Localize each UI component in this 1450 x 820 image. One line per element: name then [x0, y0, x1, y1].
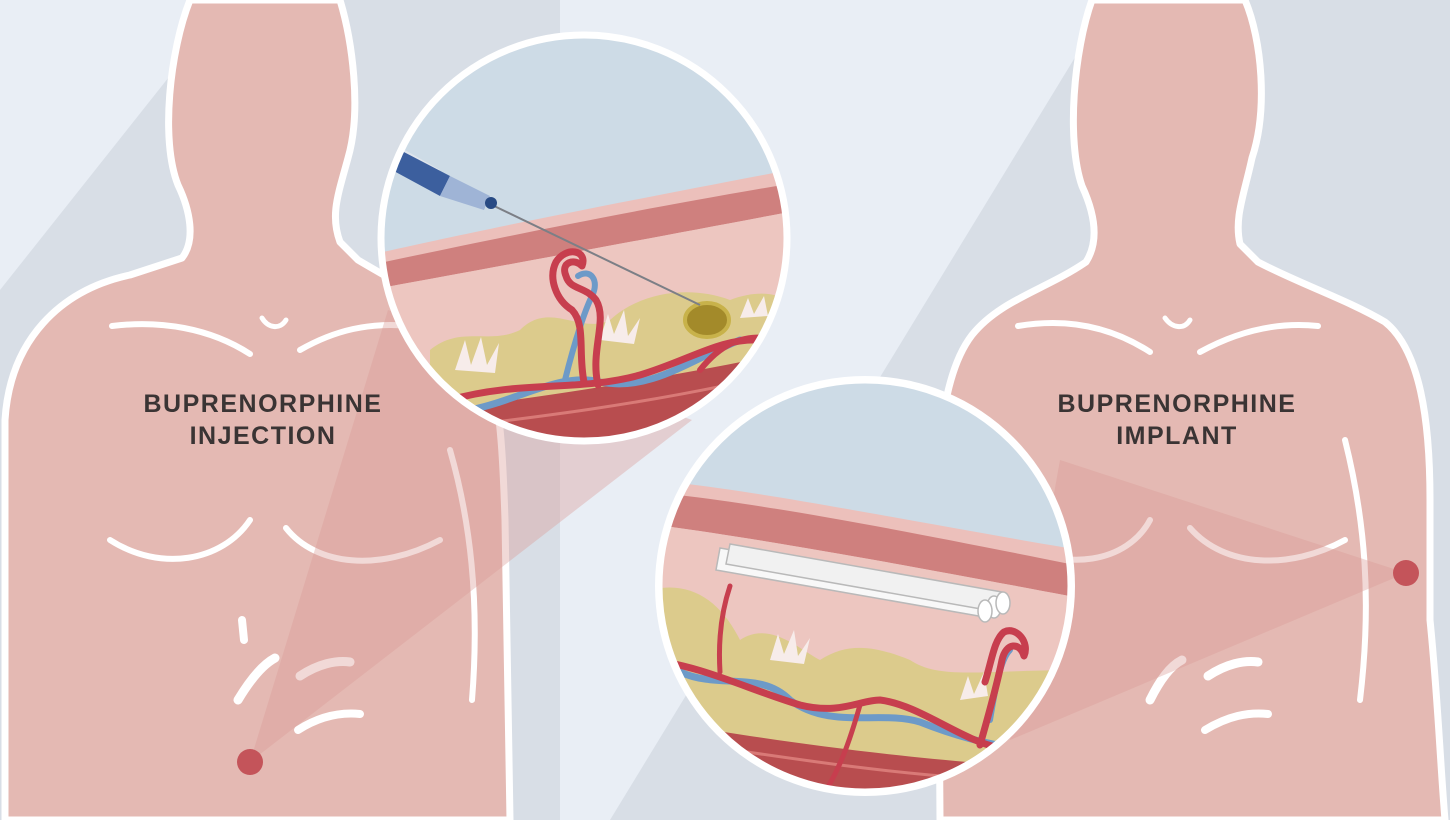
injection-label-line1: BUPRENORPHINE: [103, 388, 423, 420]
injection-label: BUPRENORPHINE INJECTION: [103, 388, 423, 452]
implant-label-line1: BUPRENORPHINE: [1017, 388, 1337, 420]
injection-site-marker: [237, 749, 263, 775]
implant-label-line2: IMPLANT: [1017, 420, 1337, 452]
drug-depot: [685, 303, 729, 337]
implant-label: BUPRENORPHINE IMPLANT: [1017, 388, 1337, 452]
implant-site-marker: [1393, 560, 1419, 586]
injection-label-line2: INJECTION: [103, 420, 423, 452]
